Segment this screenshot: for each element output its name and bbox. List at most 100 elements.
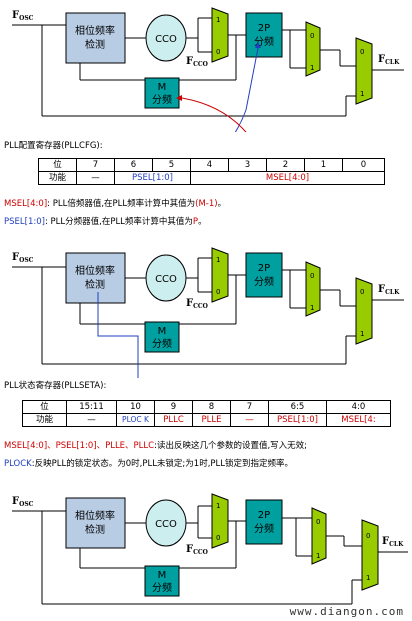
pllcfg-bit: 7	[76, 158, 115, 172]
mux-2-in0: 0	[310, 272, 314, 280]
pllstat-row-label: 功能	[22, 413, 67, 427]
pllstat-bit: 6:5	[268, 400, 327, 414]
mux-1-in1: 1	[216, 16, 220, 24]
pll-diagram-3: FOSC 相位频率 检测 CCO FCCO 1 0 2P 分频 0 1 0 1 …	[12, 493, 408, 605]
mux-2	[305, 21, 321, 77]
pllstat-note-1-name: MSEL[4:0]、PSEL[1:0]、PLLE、PLLC	[4, 441, 155, 451]
mux-1-in0: 0	[216, 48, 220, 56]
mux-1-in0: 0	[216, 534, 220, 542]
fclk-label: FCLK	[378, 284, 400, 296]
pllcfg-bit: 4	[190, 158, 229, 172]
mux-1-in0: 0	[216, 288, 220, 296]
pllstat-note-2-name: PLOCK	[4, 459, 32, 469]
pllcfg-table: 位 7 6 5 4 3 2 1 0 功能 — PSEL[1:0] MSEL[4:…	[38, 158, 385, 185]
mux-1-in1: 1	[216, 256, 220, 264]
mux-1	[211, 493, 229, 549]
msel-arrowhead	[176, 95, 182, 101]
pllstat-bit: 15:11	[66, 400, 117, 414]
fcco-label: FCCO	[186, 298, 208, 310]
mux-2-in0: 0	[310, 32, 314, 40]
pfd-block	[65, 497, 126, 549]
pllstat-field-msel: MSEL[4:	[326, 413, 391, 427]
msel-note-value: (M-1)	[195, 199, 218, 209]
pll-diagram-2: FOSC 相位频率 检测 CCO FCCO 1 0 2P 分频 0 1 0 1 …	[12, 247, 404, 378]
pllcfg-field-msel: MSEL[4:0]	[190, 171, 385, 185]
psel-note-end: 。	[198, 217, 207, 227]
pllcfg-bit: 1	[304, 158, 343, 172]
psel-note-text: : PLL分频器值,在PLL频率计算中其值为	[44, 217, 193, 227]
pllstat-note-1: MSEL[4:0]、PSEL[1:0]、PLLE、PLLC:读出反映这几个参数的…	[4, 440, 307, 452]
pllstat-field-reserved: —	[66, 413, 117, 427]
mux-2	[311, 507, 327, 565]
pllstat-head-label: 位	[22, 400, 67, 414]
pllstat-bit-row: 位 15:11 10 9 8 7 6:5 4:0	[22, 400, 391, 414]
psel-note: PSEL[1:0]: PLL分频器值,在PLL频率计算中其值为P。	[4, 216, 207, 228]
mux-3-in1: 1	[360, 330, 364, 338]
pllcfg-bit: 3	[228, 158, 267, 172]
pllcfg-bit-row: 位 7 6 5 4 3 2 1 0	[38, 158, 385, 172]
pfd-label-2: 检测	[85, 523, 105, 536]
pllcfg-bit: 2	[266, 158, 305, 172]
pllstat-bit: 10	[116, 400, 155, 414]
pllstat-field-reserved-7: —	[230, 413, 269, 427]
pllstat-bit: 7	[230, 400, 269, 414]
pllcfg-row-label: 功能	[38, 171, 77, 185]
mux-3-in0: 0	[360, 48, 364, 56]
mux-2-in0: 0	[316, 518, 320, 526]
mux-2-in1: 1	[310, 64, 314, 72]
m-label-1: M	[158, 570, 167, 581]
2p-label-1: 2P	[258, 263, 270, 274]
mux-1	[211, 7, 229, 63]
pllstat-bit: 8	[192, 400, 231, 414]
cco-label: CCO	[155, 274, 177, 285]
fosc-label: FOSC	[12, 252, 34, 264]
2p-label-2: 分频	[254, 275, 274, 288]
pllcfg-field-reserved: —	[76, 171, 115, 185]
2p-divider-block	[245, 12, 283, 58]
mux-3-in0: 0	[360, 288, 364, 296]
pfd-block	[65, 252, 126, 304]
psel-note-name: PSEL[1:0]	[4, 217, 45, 227]
pllstat-bit: 4:0	[326, 400, 391, 414]
fclk-label: FCLK	[378, 54, 400, 66]
mux-2-in1: 1	[316, 552, 320, 560]
mux-3	[355, 37, 373, 105]
m-divider-block	[144, 565, 180, 597]
pllstat-bit: 9	[154, 400, 193, 414]
msel-note-end: 。	[217, 199, 227, 209]
m-label-1: M	[158, 82, 167, 93]
msel-note-text: : PLL倍频器值,在PLL频率计算中其值为	[47, 199, 196, 209]
pllcfg-bit: 0	[342, 158, 385, 172]
psel-arrow	[234, 47, 259, 132]
2p-label-1: 2P	[258, 510, 270, 521]
plock-arrow	[97, 292, 139, 378]
msel-arrow	[181, 97, 247, 132]
mux-3	[361, 519, 379, 591]
pllcfg-head-label: 位	[38, 158, 77, 172]
m-divider-block	[144, 321, 180, 353]
m-label-2: 分频	[152, 581, 172, 594]
pllstat-table: 位 15:11 10 9 8 7 6:5 4:0 功能 — PLOC K PLL…	[22, 400, 391, 427]
pllstat-field-plle: PLLE	[192, 413, 231, 427]
m-label-1: M	[158, 326, 167, 337]
mux-2-in1: 1	[310, 304, 314, 312]
msel-note-name: MSEL[4:0]	[4, 199, 48, 209]
pllstat-field-psel: PSEL[1:0]	[268, 413, 327, 427]
pllstat-note-2-text: :反映PLL的锁定状态。为0时,PLL未锁定;为1时,PLL锁定到指定频率。	[31, 459, 294, 469]
pllstat-field-row: 功能 — PLOC K PLLC PLLE — PSEL[1:0] MSEL[4…	[22, 413, 391, 427]
2p-label-1: 2P	[258, 23, 270, 34]
psel-arrowhead	[255, 42, 261, 48]
psel-note-value: P	[192, 217, 199, 227]
pllcfg-title: PLL配置寄存器(PLLCFG):	[4, 141, 103, 151]
pllcfg-bit: 6	[114, 158, 153, 172]
2p-divider-block	[245, 252, 283, 298]
pllstat-title: PLL状态寄存器(PLLSETA):	[4, 381, 107, 391]
mux-2	[305, 261, 321, 317]
fosc-label: FOSC	[12, 496, 34, 508]
msel-note: MSEL[4:0]: PLL倍频器值,在PLL频率计算中其值为(M-1)。	[4, 198, 226, 210]
fclk-label: FCLK	[382, 536, 404, 548]
pllstat-field-pllc: PLLC	[154, 413, 193, 427]
m-divider-block	[144, 77, 180, 109]
pllcfg-field-row: 功能 — PSEL[1:0] MSEL[4:0]	[38, 171, 385, 185]
site-watermark: www.diangon.com	[289, 605, 404, 618]
